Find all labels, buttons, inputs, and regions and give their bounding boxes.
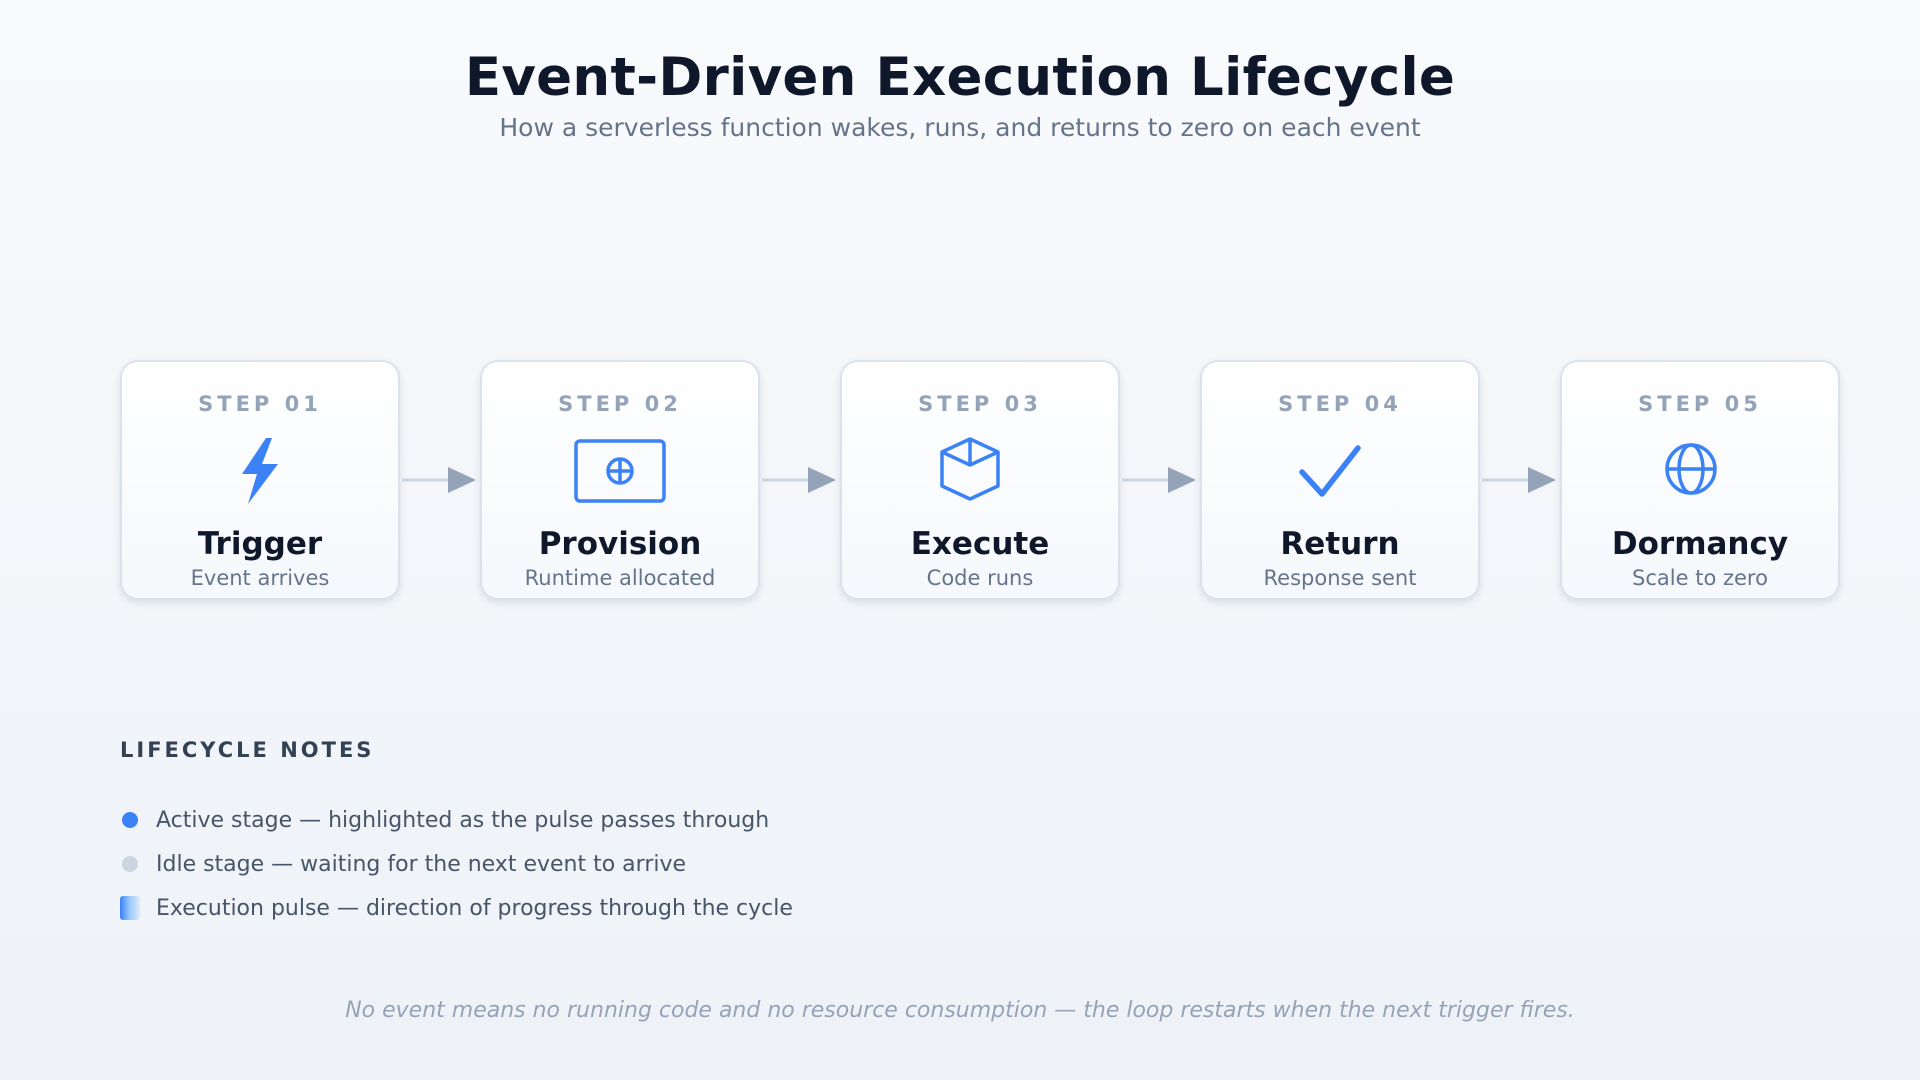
page-subtitle: How a serverless function wakes, runs, a… — [499, 113, 1421, 142]
lifecycle-steps: STEP 01 Trigger Event arrives STEP 02 Pr… — [120, 360, 1840, 600]
flow-arrow — [1482, 464, 1562, 496]
note-item: Active stage — highlighted as the pulse … — [120, 798, 1020, 842]
step-description: Runtime allocated — [524, 566, 716, 590]
execution-pulse-icon — [120, 896, 140, 920]
step-description: Response sent — [1263, 566, 1417, 590]
note-item: Execution pulse — direction of progress … — [120, 886, 1020, 930]
step-label: STEP 04 — [1278, 392, 1402, 416]
note-text: Execution pulse — direction of progress … — [156, 895, 793, 921]
step-label: STEP 03 — [918, 392, 1042, 416]
step-label: STEP 01 — [198, 392, 322, 416]
lightning-bolt-icon — [210, 436, 310, 506]
step-card-provision: STEP 02 Provision Runtime allocated — [480, 360, 760, 600]
step-name: Execute — [910, 526, 1050, 562]
cube-icon — [930, 436, 1030, 506]
globe-icon — [1650, 436, 1750, 506]
flow-arrow — [762, 464, 842, 496]
step-name: Dormancy — [1611, 526, 1789, 562]
step-card-return: STEP 04 Return Response sent — [1200, 360, 1480, 600]
step-label: STEP 05 — [1638, 392, 1762, 416]
note-text: Active stage — highlighted as the pulse … — [156, 807, 770, 833]
step-description: Code runs — [926, 566, 1034, 590]
step-card-execute: STEP 03 Execute Code runs — [840, 360, 1120, 600]
step-name: Trigger — [197, 526, 323, 562]
step-card-trigger: STEP 01 Trigger Event arrives — [120, 360, 400, 600]
step-name: Provision — [538, 526, 702, 562]
page-title: Event-Driven Execution Lifecycle — [464, 47, 1456, 108]
flow-arrow — [1122, 464, 1202, 496]
server-slot-icon — [570, 436, 670, 506]
notes-title: LIFECYCLE NOTES — [120, 738, 375, 762]
note-item: Idle stage — waiting for the next event … — [120, 842, 1020, 886]
flow-arrow — [402, 464, 482, 496]
footer-note: No event means no running code and no re… — [345, 998, 1575, 1023]
step-label: STEP 02 — [558, 392, 682, 416]
step-description: Scale to zero — [1632, 566, 1768, 590]
checkmark-icon — [1290, 436, 1390, 506]
active-stage-dot-icon — [122, 812, 138, 828]
lifecycle-notes: LIFECYCLE NOTES Active stage — highlight… — [120, 738, 1020, 930]
step-description: Event arrives — [190, 566, 330, 590]
step-card-dormancy: STEP 05 Dormancy Scale to zero — [1560, 360, 1840, 600]
note-text: Idle stage — waiting for the next event … — [156, 851, 687, 877]
step-name: Return — [1280, 526, 1400, 562]
idle-stage-dot-icon — [122, 856, 138, 872]
header: Event-Driven Execution Lifecycle How a s… — [0, 44, 1920, 144]
